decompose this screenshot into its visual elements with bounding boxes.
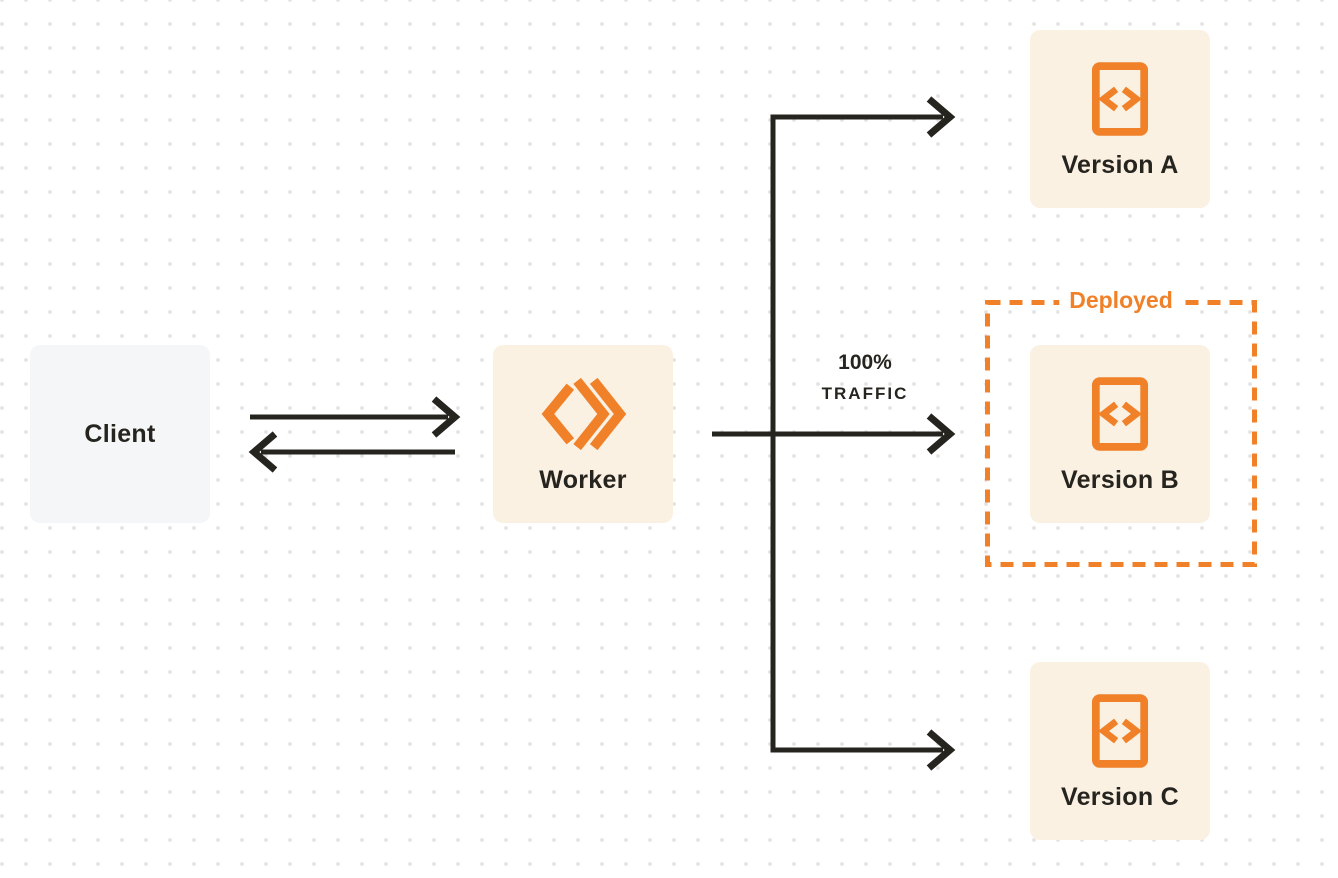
code-file-icon	[1091, 693, 1149, 769]
version-a-label: Version A	[1061, 150, 1179, 179]
workers-logo-icon	[539, 376, 627, 452]
deployed-label: Deployed	[1059, 286, 1183, 314]
version-b-label: Version B	[1060, 465, 1180, 494]
version-c-node: Version C	[1030, 662, 1210, 840]
traffic-word-text: TRAFFIC	[821, 384, 909, 403]
version-b-node: Version B	[1030, 345, 1210, 523]
worker-node: Worker	[493, 345, 673, 523]
code-file-icon	[1091, 376, 1149, 452]
client-label: Client	[84, 419, 156, 448]
arrow-to-version-a	[770, 96, 956, 138]
traffic-percent-text: 100%	[838, 351, 892, 374]
version-c-label: Version C	[1060, 782, 1180, 811]
version-a-node: Version A	[1030, 30, 1210, 208]
worker-label: Worker	[539, 465, 627, 494]
code-file-icon	[1091, 61, 1149, 137]
arrow-to-version-c	[770, 729, 956, 771]
traffic-annotation: 100% TRAFFIC	[795, 352, 935, 402]
arrow-client-to-worker	[250, 396, 461, 438]
arrow-worker-to-client	[248, 431, 455, 473]
client-node: Client	[30, 345, 210, 523]
arrow-worker-to-version-b	[712, 413, 956, 455]
deployed-container: Deployed	[985, 286, 1257, 567]
